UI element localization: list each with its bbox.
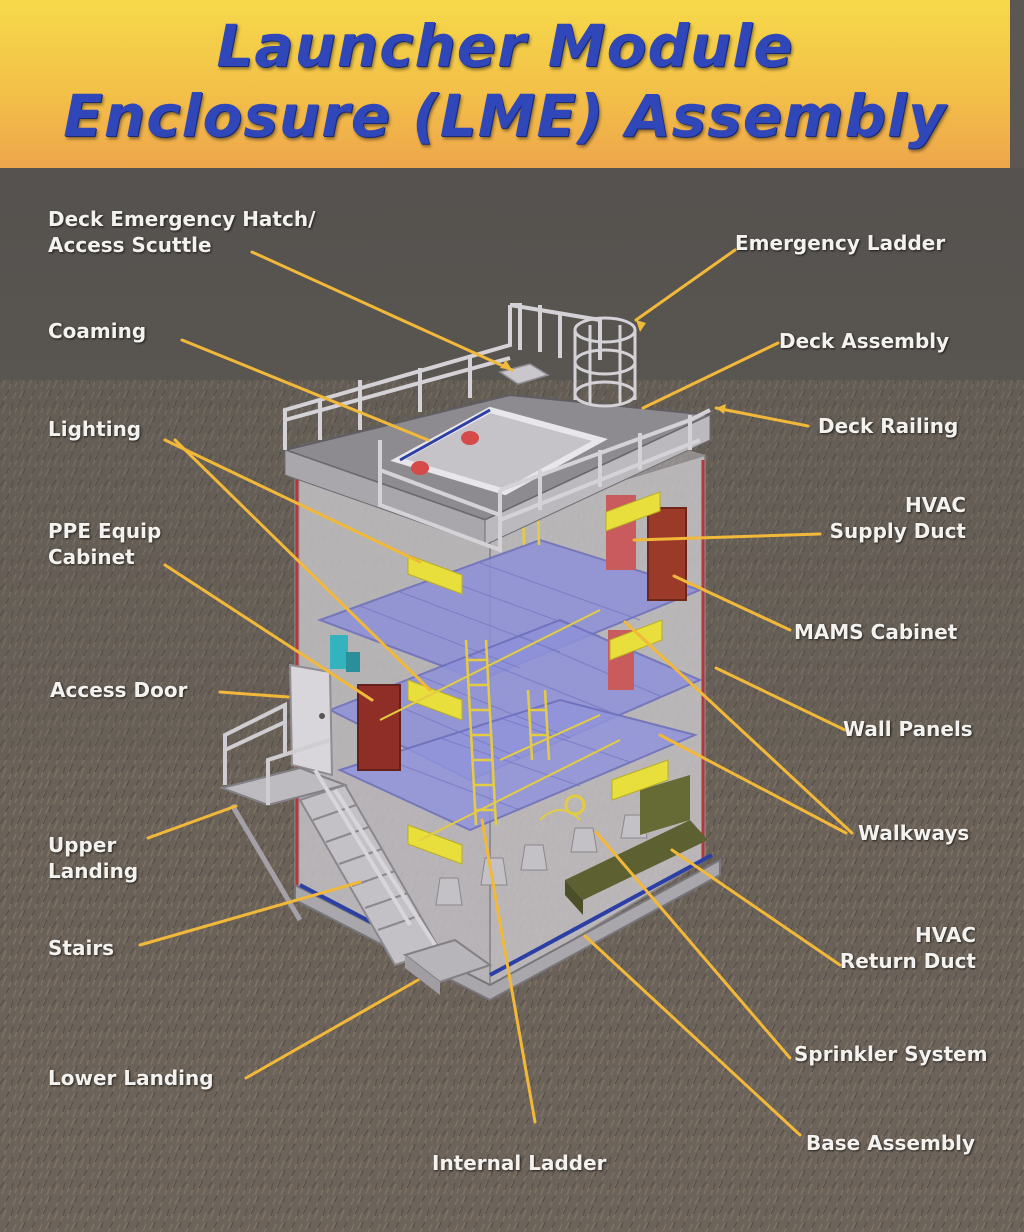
- label-lighting: Lighting: [48, 416, 141, 442]
- label-upper-landing: Upper Landing: [48, 832, 138, 884]
- label-sprinkler-system: Sprinkler System: [794, 1041, 988, 1067]
- label-wall-panels: Wall Panels: [843, 716, 973, 742]
- label-mams-cabinet: MAMS Cabinet: [794, 619, 957, 645]
- label-access-door: Access Door: [50, 677, 187, 703]
- label-deck-emergency-hatch: Deck Emergency Hatch/ Access Scuttle: [48, 206, 315, 258]
- label-base-assembly: Base Assembly: [806, 1130, 975, 1156]
- label-lower-landing: Lower Landing: [48, 1065, 214, 1091]
- label-deck-railing: Deck Railing: [818, 413, 958, 439]
- label-walkways: Walkways: [858, 820, 969, 846]
- label-emergency-ladder: Emergency Ladder: [735, 230, 945, 256]
- label-hvac-supply-duct: HVAC Supply Duct: [796, 492, 966, 544]
- label-stairs: Stairs: [48, 935, 114, 961]
- label-deck-assembly: Deck Assembly: [779, 328, 949, 354]
- label-coaming: Coaming: [48, 318, 146, 344]
- ppe-equip-cabinet: [358, 685, 400, 770]
- title-banner: Launcher Module Enclosure (LME) Assembly: [0, 0, 1010, 168]
- label-ppe-equip-cabinet: PPE Equip Cabinet: [48, 518, 161, 570]
- label-internal-ladder: Internal Ladder: [432, 1150, 607, 1176]
- mams-cabinet: [648, 508, 686, 600]
- title-line-1: Launcher Module: [0, 16, 1010, 76]
- label-hvac-return-duct: HVAC Return Duct: [806, 922, 976, 974]
- title-line-2: Enclosure (LME) Assembly: [0, 86, 1010, 146]
- access-door: [290, 665, 332, 775]
